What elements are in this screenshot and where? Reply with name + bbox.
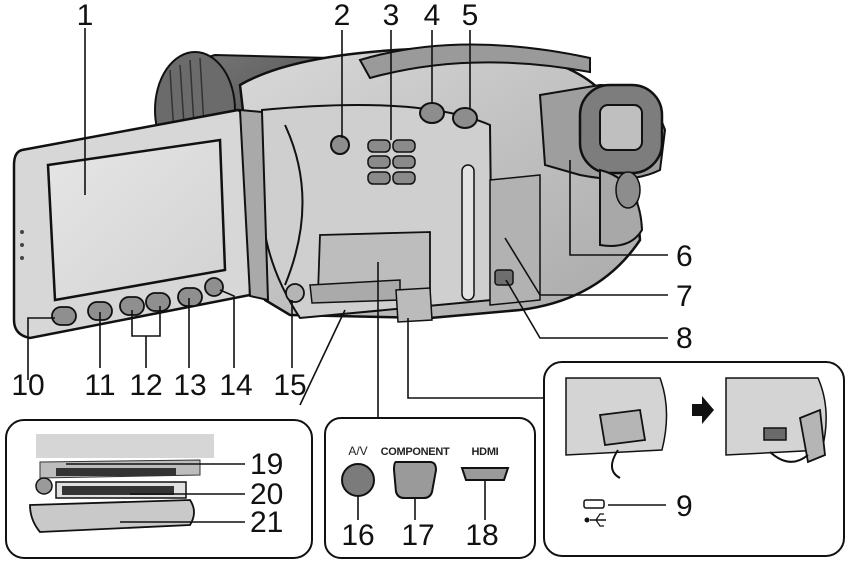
callout-16: 16 <box>341 519 374 552</box>
right-arrow-icon <box>692 396 714 424</box>
speaker-grille <box>367 139 416 185</box>
callout-4: 4 <box>424 0 441 32</box>
terminals-inset <box>324 417 536 559</box>
component-jack-shape <box>392 461 438 499</box>
hdmi-label: HDMI <box>472 446 499 458</box>
callout-1: 1 <box>77 0 94 32</box>
camcorder-body <box>154 43 667 323</box>
callout-19: 19 <box>250 448 283 481</box>
component-label: COMPONENT <box>381 446 450 458</box>
av-jack-shape <box>341 463 375 497</box>
lcd-monitor-panel <box>12 108 270 340</box>
callout-18: 18 <box>465 519 498 552</box>
callout-5: 5 <box>462 0 479 32</box>
callout-9: 9 <box>676 490 693 523</box>
lcd-screen <box>46 138 227 302</box>
callout-10: 10 <box>11 369 44 402</box>
callout-6: 6 <box>676 240 693 273</box>
hdmi-jack-shape <box>460 467 510 481</box>
callout-numbers: 1 2 3 4 5 6 7 8 9 10 11 12 13 14 15 16 1… <box>11 0 692 552</box>
callout-lines <box>27 28 668 418</box>
callout-13: 13 <box>173 369 206 402</box>
callout-11: 11 <box>84 369 115 402</box>
callout-21: 21 <box>250 506 283 539</box>
callout-12: 12 <box>129 369 162 402</box>
button-2-shape <box>330 135 350 155</box>
av-label: A/V <box>348 444 367 458</box>
callout-20: 20 <box>250 478 283 511</box>
callout-17: 17 <box>401 519 434 552</box>
callout-3: 3 <box>383 0 400 32</box>
callout-8: 8 <box>676 322 693 355</box>
callout-7: 7 <box>676 280 693 313</box>
usb-door-inset <box>543 361 845 557</box>
callout-15: 15 <box>273 369 306 402</box>
callout-2: 2 <box>334 0 351 32</box>
callout-14: 14 <box>219 369 252 402</box>
card-slot-inset <box>5 419 313 559</box>
usb-icon <box>583 499 606 527</box>
